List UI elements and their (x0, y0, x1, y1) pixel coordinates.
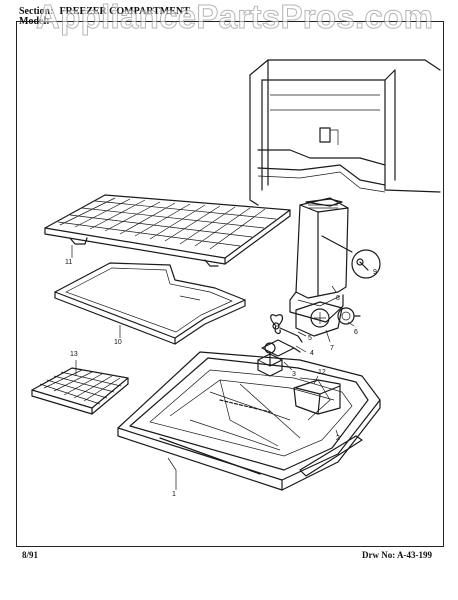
callout-8: 8 (336, 295, 340, 302)
model-header: Model: (19, 16, 50, 27)
section-header: Section: FREEZER COMPARTMENT (19, 6, 190, 17)
callout-2: 2 (336, 435, 340, 442)
callout-7: 7 (330, 345, 334, 352)
callout-9: 9 (373, 269, 377, 276)
part-1-liner (117, 351, 381, 491)
leader-lines (71, 245, 355, 490)
watermark: AppliancePartsPros.com (35, 0, 434, 36)
part-11-shelf (44, 194, 291, 267)
callout-11: 11 (65, 259, 72, 266)
callout-13: 13 (70, 351, 78, 358)
model-key: Model: (19, 16, 50, 27)
callout-1: 1 (172, 491, 176, 498)
callout-12: 12 (318, 369, 326, 376)
part-5-fan-blade (270, 314, 303, 343)
drawing-number: Drw No: A-43-199 (362, 550, 432, 560)
part-4-bracket (261, 339, 301, 357)
part-2-drip-rail (299, 435, 363, 477)
callout-labels: 1 2 3 4 5 6 7 8 9 10 11 12 13 (65, 259, 377, 498)
part-7-housing (295, 301, 343, 337)
section-key: Section: (19, 6, 54, 17)
footer-date: 8/91 (22, 550, 39, 560)
callout-10: 10 (114, 339, 122, 346)
drawing-frame (16, 21, 444, 547)
callout-5: 5 (308, 335, 312, 342)
part-9-knob (351, 249, 381, 279)
callout-6: 6 (354, 329, 358, 336)
part-10-panel (54, 262, 246, 345)
callout-4: 4 (310, 350, 314, 357)
cabinet-illustration (249, 59, 441, 206)
part-6-motor (337, 307, 361, 325)
section-title: FREEZER COMPARTMENT (59, 6, 190, 17)
callout-3: 3 (292, 371, 296, 378)
part-12-pan (293, 379, 341, 415)
part-8-duct (289, 197, 353, 323)
part-13-ice-tray (31, 367, 129, 415)
